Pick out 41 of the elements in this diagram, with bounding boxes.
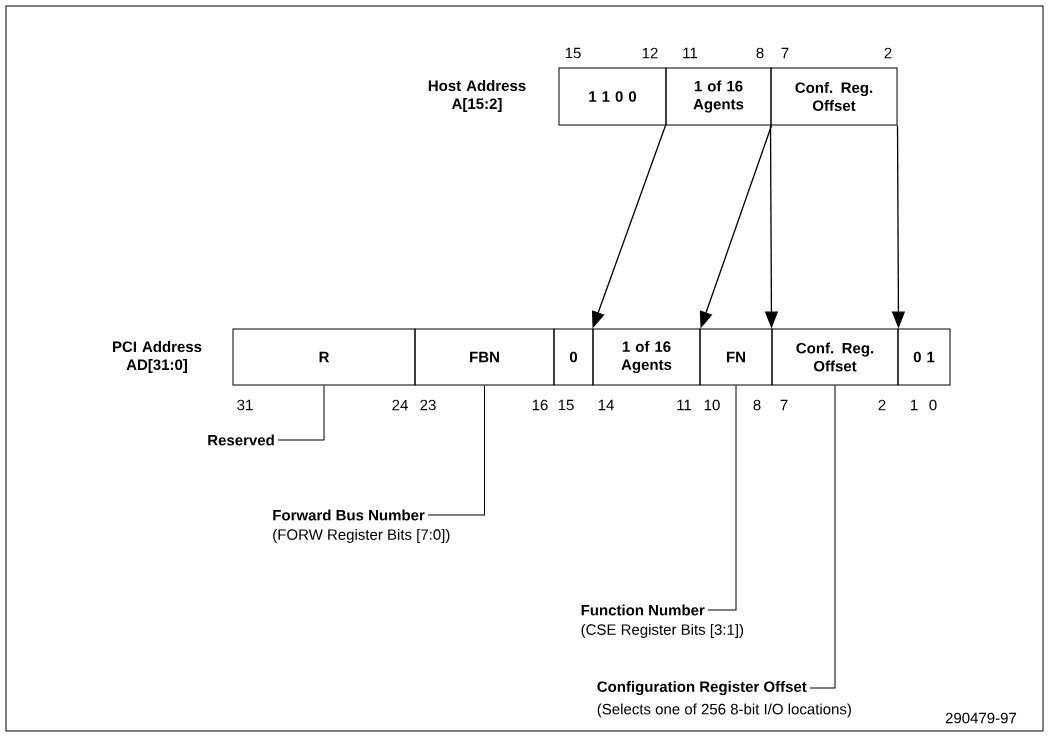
- bit-number: 11: [683, 47, 698, 59]
- register-field: FBN: [414, 328, 555, 386]
- register-field: Conf. Reg. Offset: [771, 328, 899, 386]
- bit-number: 23: [420, 399, 436, 411]
- register-field: R: [232, 328, 416, 386]
- callout-text: Reserved: [208, 434, 274, 446]
- bit-number: 10: [704, 399, 720, 411]
- bit-number: 0: [929, 399, 937, 411]
- bit-number: 12: [642, 47, 658, 59]
- callout-note: (Selects one of 256 8-bit I/O locations): [597, 703, 851, 718]
- figure-number: 290479-97: [945, 712, 1017, 724]
- register-field: 0 1: [897, 328, 951, 386]
- leader-line: [427, 385, 485, 516]
- bit-number: 2: [878, 399, 886, 411]
- bit-number: 11: [677, 399, 692, 411]
- bit-number: 14: [598, 399, 614, 411]
- leader-line: [707, 385, 737, 611]
- bit-number: 8: [756, 47, 764, 59]
- bit-number: 15: [558, 399, 574, 411]
- bit-number: 31: [237, 399, 253, 411]
- register-label: PCI Address AD[31:0]: [113, 341, 202, 373]
- bit-number: 16: [532, 399, 548, 411]
- register-field: FN: [699, 328, 773, 386]
- callout-note: (CSE Register Bits [3:1]): [581, 623, 744, 638]
- register-field: 1 1 0 0: [558, 67, 667, 126]
- register-field: Conf. Reg. Offset: [770, 67, 898, 126]
- register-field: 0: [553, 328, 594, 386]
- bit-number: 7: [780, 399, 788, 411]
- callout-note: (FORW Register Bits [7:0]): [273, 528, 450, 543]
- callout-text: Forward Bus Number: [273, 509, 425, 521]
- register-field: 1 of 16 Agents: [665, 67, 772, 126]
- leader-line: [809, 385, 836, 689]
- bit-number: 7: [781, 47, 789, 59]
- bit-number: 8: [753, 399, 761, 411]
- register-label: Host Address A[15:2]: [428, 80, 526, 112]
- callout-text: Function Number: [581, 604, 705, 616]
- callout-text: Configuration Register Offset: [597, 681, 807, 696]
- leader-line: [277, 385, 325, 441]
- bit-number: 1: [911, 399, 918, 411]
- register-field: 1 of 16 Agents: [592, 328, 701, 386]
- bit-number: 24: [392, 399, 408, 411]
